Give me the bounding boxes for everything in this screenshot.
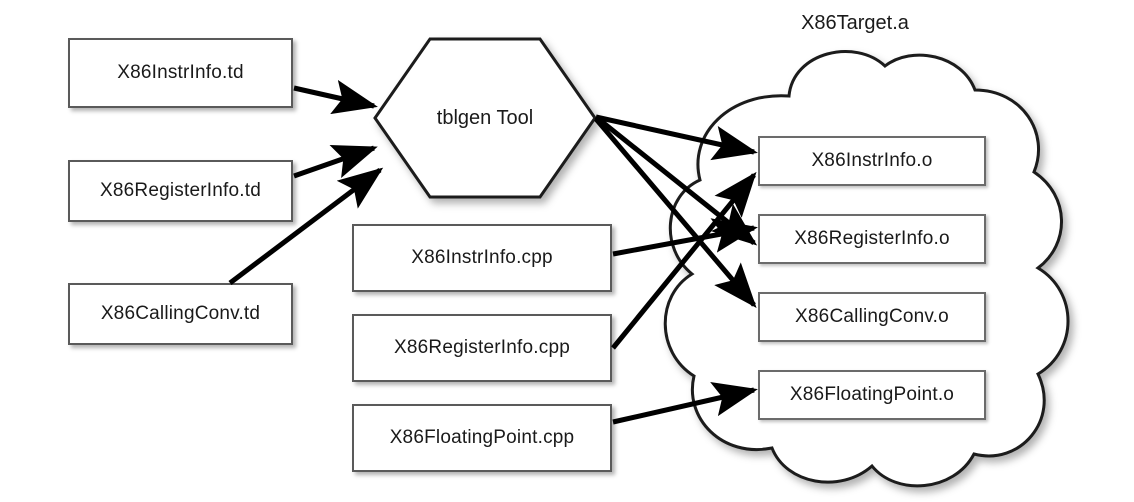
edge-floatingpoint-cpp-to-floatingpoint-o xyxy=(612,382,758,425)
node-x86registerinfo-cpp[interactable]: X86RegisterInfo.cpp xyxy=(352,314,612,382)
node-label: X86InstrInfo.td xyxy=(117,62,244,83)
edge-registerinfo-td-to-tblgen xyxy=(293,145,378,179)
node-x86floatingpoint-cpp[interactable]: X86FloatingPoint.cpp xyxy=(352,404,612,472)
node-x86instrinfo-cpp[interactable]: X86InstrInfo.cpp xyxy=(352,224,612,292)
hexagon-shape xyxy=(373,37,597,199)
node-x86callingconv-td[interactable]: X86CallingConv.td xyxy=(68,283,293,345)
node-label: X86FloatingPoint.o xyxy=(789,384,955,405)
node-label: X86RegisterInfo.o xyxy=(794,228,950,249)
node-label: X86InstrInfo.cpp xyxy=(411,247,553,268)
node-label: X86CallingConv.o xyxy=(795,306,949,327)
edge-instrinfo-td-to-tblgen xyxy=(293,79,378,115)
node-x86floatingpoint-o[interactable]: X86FloatingPoint.o xyxy=(758,370,986,420)
edge-tblgen-to-callingconv-o xyxy=(594,117,757,309)
tblgen-tool-text: tblgen Tool xyxy=(436,106,534,129)
edge-tblgen-to-instrinfo-o xyxy=(595,114,758,161)
node-label: X86RegisterInfo.td xyxy=(100,180,261,201)
cloud-title-text: X86Target.a xyxy=(801,12,909,34)
tblgen-tool-label: tblgen Tool xyxy=(375,98,595,138)
edge-callingconv-td-to-tblgen xyxy=(228,167,384,285)
node-x86callingconv-o[interactable]: X86CallingConv.o xyxy=(758,292,986,342)
edge-registerinfo-cpp-to-instrinfo-o xyxy=(611,171,757,350)
node-x86instrinfo-td[interactable]: X86InstrInfo.td xyxy=(68,38,293,108)
node-label: X86RegisterInfo.cpp xyxy=(394,337,570,358)
node-label: X86InstrInfo.o xyxy=(811,150,933,171)
node-x86registerinfo-o[interactable]: X86RegisterInfo.o xyxy=(758,214,986,264)
node-label: X86CallingConv.td xyxy=(100,303,261,324)
node-x86registerinfo-td[interactable]: X86RegisterInfo.td xyxy=(68,160,293,222)
node-x86instrinfo-o[interactable]: X86InstrInfo.o xyxy=(758,136,986,186)
node-label: X86FloatingPoint.cpp xyxy=(389,427,575,448)
cloud-title: X86Target.a xyxy=(735,12,975,35)
edge-instrinfo-cpp-to-registerinfo-o xyxy=(612,218,758,257)
